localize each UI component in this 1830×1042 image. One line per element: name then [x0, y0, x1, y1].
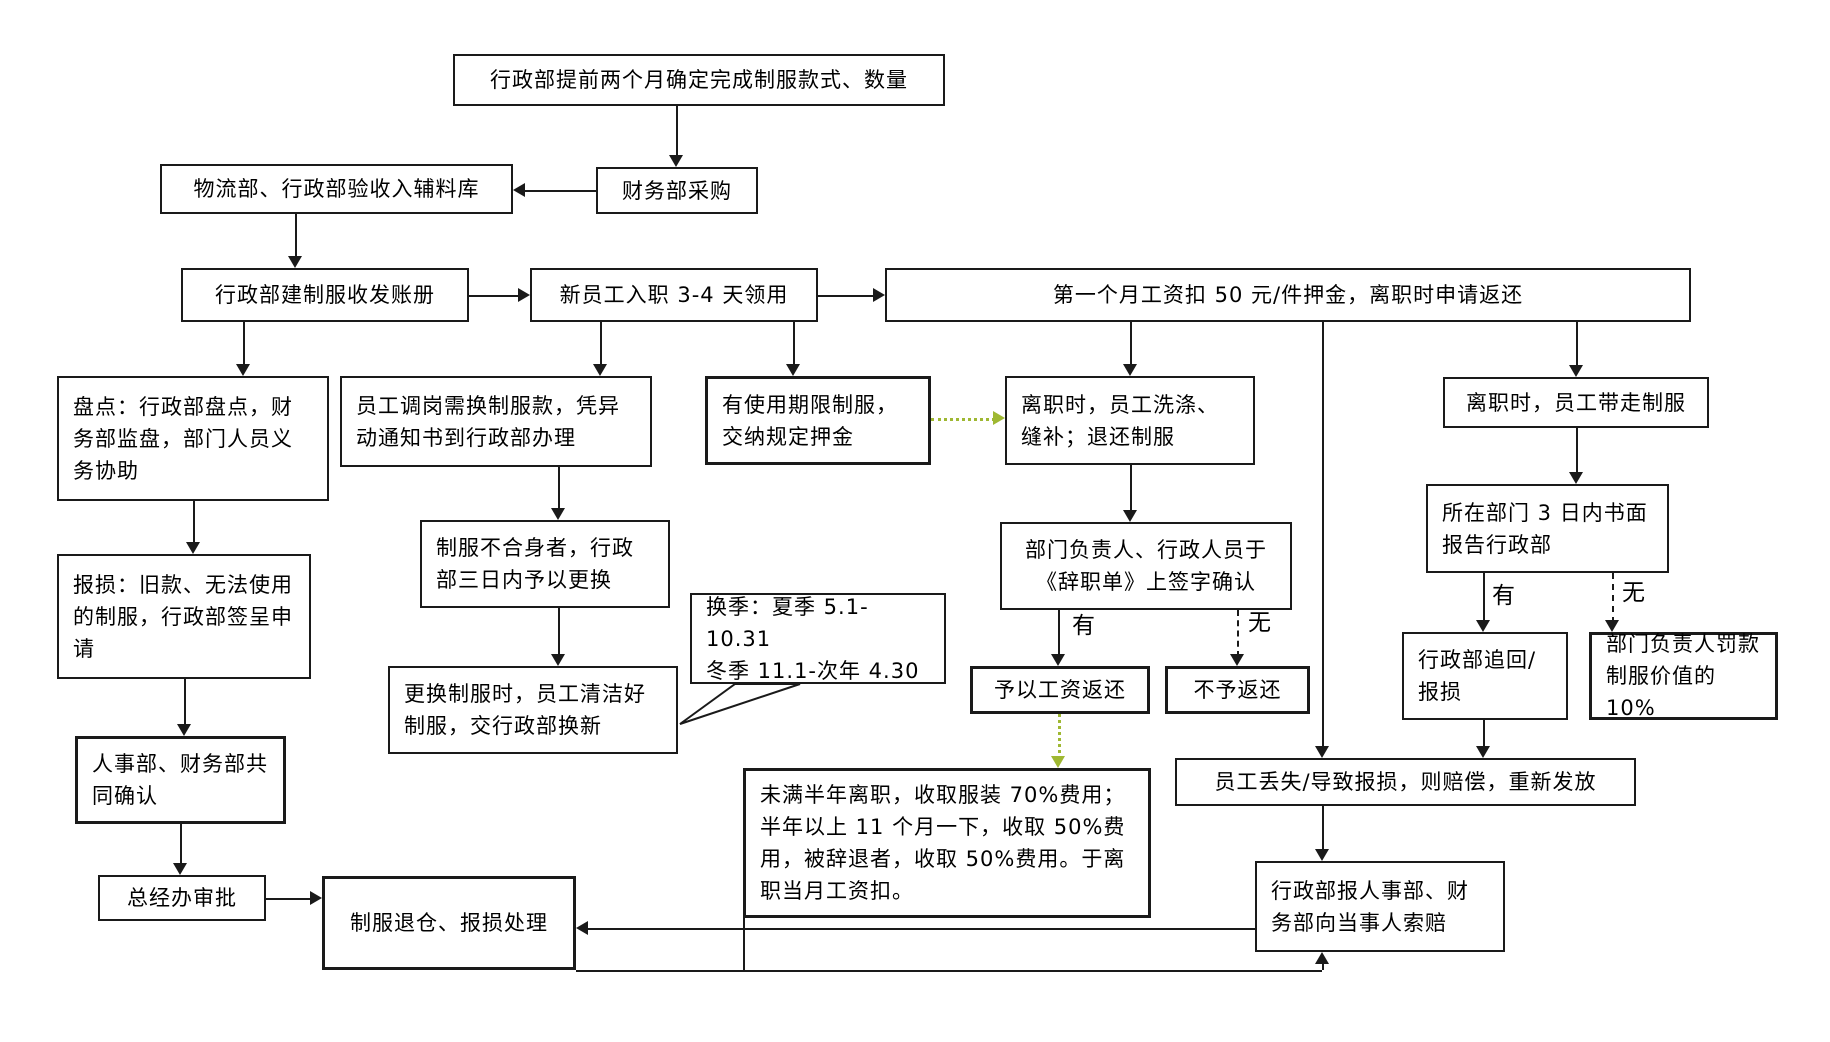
flow-node-claim: 行政部报人事部、财务部向当事人索赔 — [1255, 861, 1505, 952]
arrowhead-down — [551, 508, 565, 520]
arrowhead-down — [1605, 620, 1619, 632]
arrowhead-down — [1123, 364, 1137, 376]
flow-node-recover: 行政部追回/报损 — [1402, 632, 1568, 720]
arrowhead-down — [177, 724, 191, 736]
arrowhead-down — [669, 155, 683, 167]
flow-node-termlimit: 有使用期限制服，交纳规定押金 — [705, 376, 931, 465]
connector-line — [743, 918, 745, 970]
arrowhead-down — [1051, 654, 1065, 666]
flow-node-stocktake: 盘点：行政部盘点，财务部监盘，部门人员义务协助 — [57, 376, 329, 501]
flow-node-ledger: 行政部建制服收发账册 — [181, 268, 469, 322]
connector-line — [1130, 322, 1132, 367]
flow-node-confirm: 人事部、财务部共同确认 — [75, 736, 286, 824]
arrowhead-down — [1476, 746, 1490, 758]
connector-line — [676, 106, 678, 157]
arrowhead-left — [576, 921, 588, 935]
flow-node-report3d: 所在部门 3 日内书面报告行政部 — [1426, 484, 1669, 573]
arrowhead-down — [1051, 756, 1065, 768]
connector-line — [558, 608, 560, 657]
flow-node-approve: 总经办审批 — [98, 875, 266, 921]
connector-line — [243, 322, 245, 367]
arrowhead-down — [1230, 654, 1244, 666]
arrowhead-right — [310, 891, 322, 905]
edge-label-report-yes: 有 — [1492, 583, 1516, 609]
flow-node-takeaway: 离职时，员工带走制服 — [1443, 377, 1709, 428]
arrowhead-down — [593, 364, 607, 376]
connector-line — [180, 824, 182, 866]
flow-node-receive: 物流部、行政部验收入辅料库 — [160, 164, 513, 214]
flow-node-unfit: 制服不合身者，行政部三日内予以更换 — [420, 520, 670, 608]
connector-line — [1237, 610, 1239, 657]
arrowhead-right — [873, 288, 885, 302]
connector-line — [1576, 322, 1578, 368]
connector-line — [1058, 714, 1061, 759]
arrowhead-down — [551, 654, 565, 666]
connector-line — [295, 214, 297, 259]
flow-node-plan: 行政部提前两个月确定完成制服款式、数量 — [453, 54, 945, 106]
flow-node-newhire: 新员工入职 3-4 天领用 — [530, 268, 818, 322]
arrowhead-down — [173, 863, 187, 875]
flow-node-deposit: 第一个月工资扣 50 元/件押金，离职时申请返还 — [885, 268, 1691, 322]
connector-line — [1322, 322, 1324, 749]
connector-line — [931, 418, 995, 421]
connector-line — [469, 295, 520, 297]
flow-node-wash: 离职时，员工洗涤、缝补；退还制服 — [1005, 376, 1255, 465]
connector-line — [1322, 806, 1324, 852]
arrowhead-down — [1123, 510, 1137, 522]
connector-line — [1130, 465, 1132, 513]
arrowhead-up — [1315, 952, 1329, 964]
arrowhead-down — [1569, 472, 1583, 484]
flow-node-damage: 报损：旧款、无法使用的制服，行政部签呈申请 — [57, 554, 311, 679]
edge-label-report-no: 无 — [1622, 580, 1646, 606]
connector-line — [193, 501, 195, 545]
connector-line — [1322, 962, 1324, 970]
flow-node-return: 制服退仓、报损处理 — [322, 876, 576, 970]
connector-line — [1612, 573, 1614, 623]
arrowhead-down — [186, 542, 200, 554]
arrowhead-right — [518, 288, 530, 302]
flow-node-sign: 部门负责人、行政人员于《辞职单》上签字确认 — [1000, 522, 1292, 610]
callout-tail — [679, 683, 801, 725]
flow-node-fine: 部门负责人罚款制服价值的 10% — [1589, 632, 1778, 720]
connector-line — [1058, 610, 1060, 657]
flow-node-purchase: 财务部采购 — [596, 167, 758, 214]
connector-line — [586, 928, 1255, 930]
flow-node-season: 换季：夏季 5.1-10.31 冬季 11.1-次年 4.30 — [690, 593, 946, 684]
connector-line — [184, 679, 186, 727]
connector-line — [558, 467, 560, 511]
connector-line — [524, 190, 596, 192]
connector-line — [1483, 573, 1485, 623]
arrowhead-down — [236, 364, 250, 376]
flow-node-refund: 予以工资返还 — [970, 666, 1150, 714]
arrowhead-down — [1315, 746, 1329, 758]
connector-line — [266, 898, 312, 900]
arrowhead-down — [288, 256, 302, 268]
connector-line — [600, 322, 602, 367]
connector-line — [818, 295, 875, 297]
flow-node-norefund: 不予返还 — [1165, 666, 1310, 714]
flow-node-transfer: 员工调岗需换制服款，凭异动通知书到行政部办理 — [340, 376, 652, 467]
edge-label-sign-no: 无 — [1248, 610, 1272, 636]
arrowhead-left — [513, 183, 525, 197]
connector-line — [576, 970, 1322, 972]
flow-node-lost: 员工丢失/导致报损，则赔偿，重新发放 — [1175, 758, 1636, 806]
arrowhead-down — [1569, 365, 1583, 377]
connector-line — [1576, 428, 1578, 475]
arrowhead-right — [993, 411, 1005, 425]
arrowhead-down — [1315, 849, 1329, 861]
edge-label-sign-yes: 有 — [1072, 613, 1096, 639]
flow-node-fees: 未满半年离职，收取服装 70%费用；半年以上 11 个月一下，收取 50%费用，… — [743, 768, 1151, 918]
flow-node-swap: 更换制服时，员工清洁好制服，交行政部换新 — [388, 666, 678, 754]
arrowhead-down — [786, 364, 800, 376]
arrowhead-down — [1476, 620, 1490, 632]
connector-line — [793, 322, 795, 367]
connector-line — [1483, 720, 1485, 749]
